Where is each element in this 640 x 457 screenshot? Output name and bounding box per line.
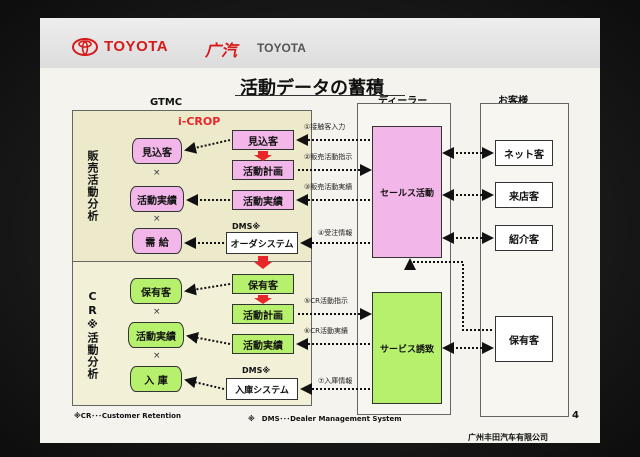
db-mikomi: 見込客 xyxy=(132,138,182,164)
flow-label-4: ④受注情報 xyxy=(318,229,353,237)
footnote-cr: ※CR･･･Customer Retention xyxy=(74,412,181,420)
db-juyo: 需 給 xyxy=(132,228,182,254)
db-katsudo-jisseki: 活動実績 xyxy=(130,186,184,212)
db-nyuko: 入 庫 xyxy=(130,366,182,392)
slide-title: 活動データの蓄積 xyxy=(240,78,384,99)
customer-visit: 来店客 xyxy=(495,182,553,208)
multiply-sign: × xyxy=(153,168,161,178)
dealer-header: ディーラー xyxy=(378,96,428,107)
brand-toyota: TOYOTA xyxy=(104,38,169,55)
multiply-sign: × xyxy=(153,307,161,317)
multiply-sign: × xyxy=(153,351,161,361)
slide-banner xyxy=(40,18,600,68)
footer-organization: 广州丰田汽车有限公司 xyxy=(468,433,548,442)
box-jisseki-cr: 活動実績 xyxy=(232,334,294,354)
icrop-label: i-CROP xyxy=(178,115,221,128)
customer-net: ネット客 xyxy=(495,140,553,166)
flow-label-6: ⑥CR活動実績 xyxy=(304,327,349,335)
dms-note: DMS※ xyxy=(232,222,261,231)
page-number: 4 xyxy=(572,410,579,421)
box-jisseki: 活動実績 xyxy=(232,190,294,210)
box-nyuko-system: 入庫システム xyxy=(226,378,298,400)
flow-label-3: ③販売活動実績 xyxy=(304,183,353,191)
brand-gac: 广汽 xyxy=(205,43,238,60)
box-hoyu: 保有客 xyxy=(232,274,294,294)
customer-intro: 紹介客 xyxy=(495,225,553,251)
dealer-service-invite: サービス誘致 xyxy=(372,292,442,404)
flow-label-2: ②販売活動指示 xyxy=(304,153,353,161)
box-mikomi: 見込客 xyxy=(232,130,294,150)
db-katsudo-jisseki-cr: 活動実績 xyxy=(128,322,184,348)
toyota-emblem-icon xyxy=(72,38,98,60)
box-order-system: オーダシステム xyxy=(226,232,298,254)
footnote-dms: ※ DMS･･･Dealer Management System xyxy=(248,415,402,423)
gtmc-header: GTMC xyxy=(150,97,183,108)
flow-label-1: ①接触客入力 xyxy=(304,123,346,131)
db-hoyu: 保有客 xyxy=(130,278,182,304)
dms-note: DMS※ xyxy=(242,366,271,375)
flow-label-5: ⑤CR活動指示 xyxy=(304,297,349,305)
flow-label-7: ⑦入庫情報 xyxy=(318,377,353,385)
brand-gac-toyota: TOYOTA xyxy=(257,41,306,55)
customer-owner: 保有客 xyxy=(495,316,553,362)
cr-analysis-label: CR※活動分析 xyxy=(86,290,99,380)
title-underline xyxy=(235,95,405,96)
multiply-sign: × xyxy=(153,214,161,224)
box-keikaku-cr: 活動計画 xyxy=(232,304,294,324)
sales-analysis-label: 販売活動分析 xyxy=(86,150,99,222)
customer-header: お客様 xyxy=(498,96,528,107)
dealer-sales-activity: セールス活動 xyxy=(372,126,442,258)
